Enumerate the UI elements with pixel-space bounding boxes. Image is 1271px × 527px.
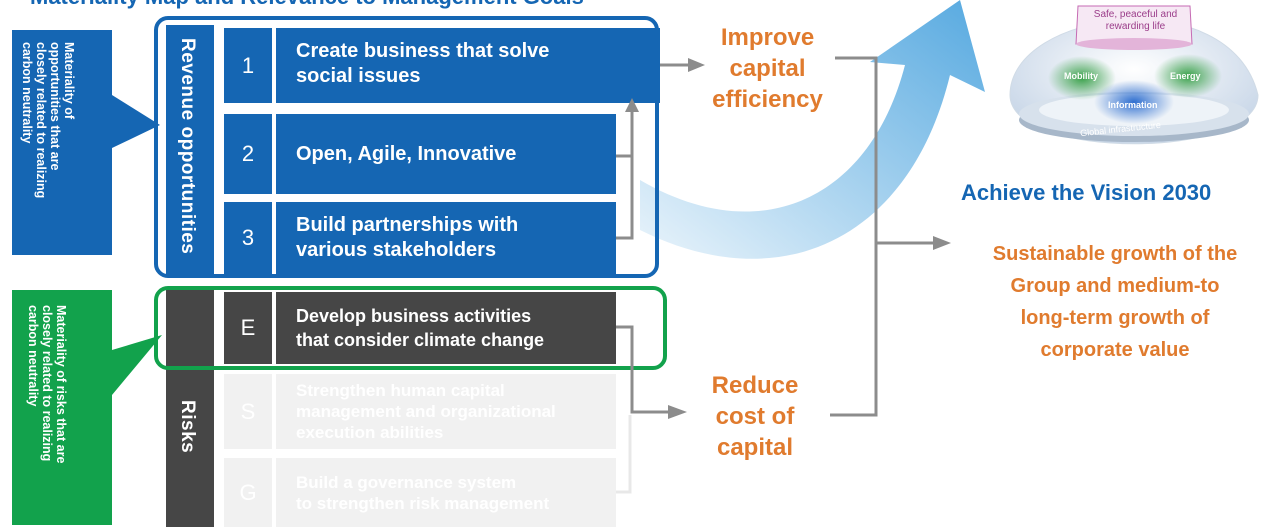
mobility-label: Mobility	[1064, 71, 1098, 81]
vision-dome-illustration	[1009, 5, 1259, 145]
item-number-3: 3	[224, 202, 272, 274]
information-label: Information	[1108, 100, 1158, 110]
header-title: Materiality Map and Relevance to Managem…	[30, 0, 584, 10]
revenue-group-label: Revenue opportunities	[177, 38, 198, 255]
revenue-group-label-bg	[166, 25, 214, 275]
item-number-E: E	[224, 292, 272, 364]
item-bar-2: Open, Agile, Innovative	[276, 114, 616, 194]
vision-title: Achieve the Vision 2030	[961, 180, 1212, 205]
energy-label: Energy	[1170, 71, 1201, 81]
risks-group-label: Risks	[177, 400, 198, 454]
risk-frame	[154, 286, 667, 370]
risks-callout-text: Materiality of risks that are closely re…	[26, 305, 68, 464]
revenue-frame	[154, 16, 659, 278]
item-number-G: G	[224, 458, 272, 527]
item-number-1: 1	[224, 28, 272, 103]
risks-group-label-bg	[166, 290, 214, 527]
item-number-S: S	[224, 374, 272, 449]
opportunities-callout-shape	[12, 30, 162, 525]
opportunities-callout-text: Materiality of opportunities that are cl…	[20, 42, 76, 199]
item-number-2: 2	[224, 114, 272, 194]
